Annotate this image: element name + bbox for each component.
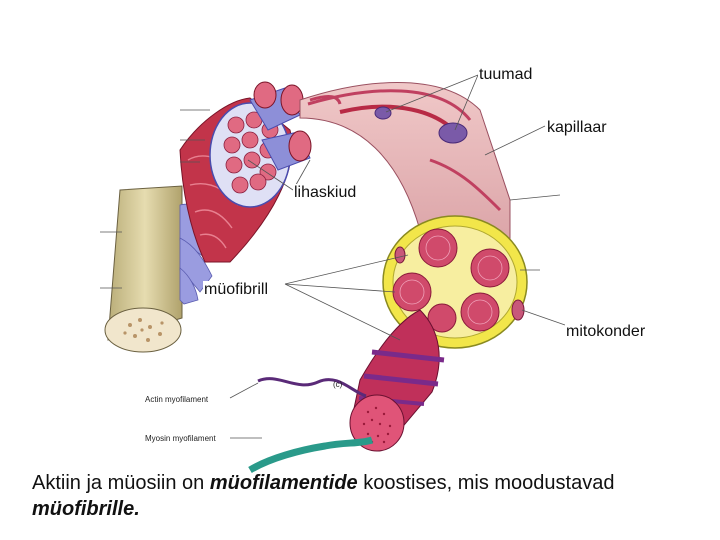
label-mitochondrion: mitokonder [565,323,647,341]
label-muscle-fibers: lihaskiud [293,184,358,202]
label-nuclei: tuumad [478,66,534,84]
label-myosin: Myosin myofilament [145,434,216,443]
myofibril [349,309,445,452]
mitochondria [394,246,525,321]
caption-part2: koostises, mis moodustavad [357,472,615,494]
actin-filament [257,377,367,398]
tendon [104,185,183,353]
label-capillary: kapillaar [546,119,608,137]
myosin-filament [248,436,374,474]
panel-letter: (c) [333,380,343,389]
label-actin: Actin myofilament [145,395,209,404]
caption-emph2: müofibrille. [32,498,140,520]
caption: Aktiin ja müosiin on müofilamentide koos… [32,470,672,522]
leader-lines [100,74,566,439]
caption-emph1: müofilamentide [209,472,358,494]
caption-part1: Aktiin ja müosiin on [32,472,210,494]
protruding-fascicles [249,81,312,171]
label-myofibril: müofibrill [203,281,270,299]
